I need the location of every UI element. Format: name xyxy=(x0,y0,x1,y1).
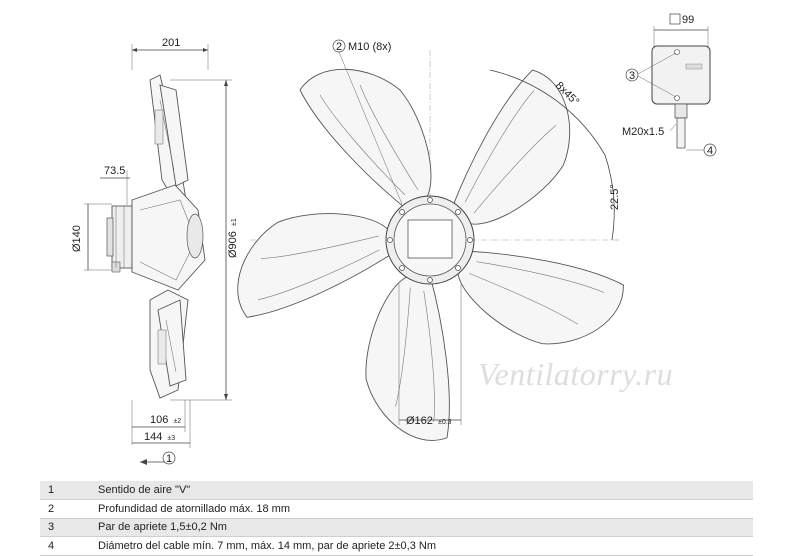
note-number: 2 xyxy=(40,499,90,519)
notes-table: 1 Sentido de aire "V" 2 Profundidad de a… xyxy=(40,481,753,556)
front-view: 2 M10 (8x) 8x45° 22.5° Ø162 ±0.3 xyxy=(237,39,624,441)
note-number: 1 xyxy=(40,481,90,500)
fan-blade xyxy=(449,69,571,225)
dim-144-value: 144 xyxy=(144,431,162,443)
note-text: Diámetro del cable mín. 7 mm, máx. 14 mm… xyxy=(90,536,753,556)
callout-2: 2 xyxy=(336,41,342,53)
table-row: 1 Sentido de aire "V" xyxy=(40,481,753,500)
note-number: 4 xyxy=(40,536,90,556)
callout-4: 4 xyxy=(707,145,713,157)
note-text: Sentido de aire "V" xyxy=(90,481,753,500)
fan-blade xyxy=(237,213,398,318)
callout-3: 3 xyxy=(629,70,635,82)
dim-dia-162: Ø162 ±0.3 xyxy=(406,415,452,427)
dim-106: 106 ±2 xyxy=(150,414,181,426)
note-text: Profundidad de atornillado máx. 18 mm xyxy=(90,499,753,519)
note-text: Par de apriete 1,5±0,2 Nm xyxy=(90,518,753,537)
table-row: 4 Diámetro del cable mín. 7 mm, máx. 14 … xyxy=(40,536,753,556)
fan-blade xyxy=(365,273,450,441)
fan-blade xyxy=(457,250,624,345)
table-row: 2 Profundidad de atornillado máx. 18 mm xyxy=(40,499,753,519)
table-row: 3 Par de apriete 1,5±0,2 Nm xyxy=(40,518,753,537)
watermark: Ventilatorry.ru xyxy=(478,356,674,392)
dim-dia-906-tol: ±1 xyxy=(231,218,238,226)
dim-73-5: 73.5 xyxy=(104,165,125,177)
dim-201: 201 xyxy=(162,37,180,49)
dim-dia-906-value: Ø906 xyxy=(227,231,239,258)
dim-angle-22-5: 22.5° xyxy=(609,184,621,210)
terminal-box xyxy=(407,219,453,259)
side-view: 201 73.5 Ø140 Ø906 xyxy=(71,37,239,465)
dim-106-tol: ±2 xyxy=(173,418,181,425)
terminal-box-detail: 99 3 M20x1.5 4 xyxy=(622,13,717,157)
dim-m20: M20x1.5 xyxy=(622,126,664,138)
fan-blade xyxy=(299,68,432,213)
dim-dia-140: Ø140 xyxy=(71,225,83,252)
note-number: 3 xyxy=(40,518,90,537)
dim-dia-162-tol: ±0.3 xyxy=(438,419,452,426)
dim-dia-906: Ø906 ±1 xyxy=(227,218,239,258)
dim-box-99: 99 xyxy=(682,14,694,26)
dim-106-value: 106 xyxy=(150,414,168,426)
dim-144: 144 ±3 xyxy=(144,431,175,443)
dim-144-tol: ±3 xyxy=(167,435,175,442)
dim-m10: M10 (8x) xyxy=(348,41,391,53)
callout-1: 1 xyxy=(166,453,172,465)
technical-drawing: 201 73.5 Ø140 Ø906 xyxy=(71,13,717,465)
mounting-holes xyxy=(387,197,473,283)
dim-dia-162-value: Ø162 xyxy=(406,415,433,427)
